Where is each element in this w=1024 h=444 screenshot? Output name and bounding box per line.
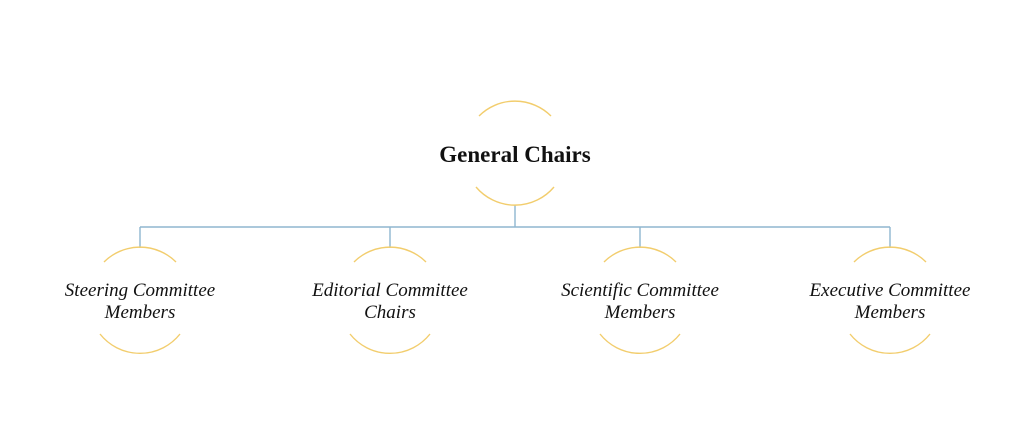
child-node-3-top-arc: [603, 246, 677, 263]
child-node-1-bottom-arc: [99, 333, 181, 355]
child-node-2-label-line-2: Chairs: [364, 302, 416, 323]
root-node-label: General Chairs: [439, 142, 590, 167]
child-node-1: Steering Committee Members: [65, 246, 215, 355]
child-node-4-bottom-arc: [849, 333, 931, 355]
child-node-1-top-arc: [103, 246, 177, 263]
child-node-2-bottom-arc: [349, 333, 431, 355]
child-node-4-top-arc: [853, 246, 927, 263]
child-node-2-top-arc: [353, 246, 427, 263]
root-node-top-arc: [478, 100, 552, 117]
child-node-3: Scientific Committee Members: [561, 246, 719, 355]
child-node-3-label-line-1: Scientific Committee: [561, 280, 719, 301]
child-node-2-label-line-1: Editorial Committee: [311, 280, 468, 301]
child-node-1-label-line-1: Steering Committee: [65, 280, 215, 301]
root-node: General Chairs: [439, 100, 591, 206]
child-node-3-bottom-arc: [599, 333, 681, 355]
child-node-4-label-line-1: Executive Committee: [809, 280, 971, 301]
root-node-bottom-arc: [475, 186, 555, 206]
child-node-2: Editorial Committee Chairs: [311, 246, 468, 355]
connector-lines: [139, 205, 891, 248]
child-node-1-label-line-2: Members: [104, 302, 176, 323]
child-node-3-label-line-2: Members: [604, 302, 676, 323]
child-node-4: Executive Committee Members: [809, 246, 971, 355]
child-node-4-label-line-2: Members: [854, 302, 926, 323]
